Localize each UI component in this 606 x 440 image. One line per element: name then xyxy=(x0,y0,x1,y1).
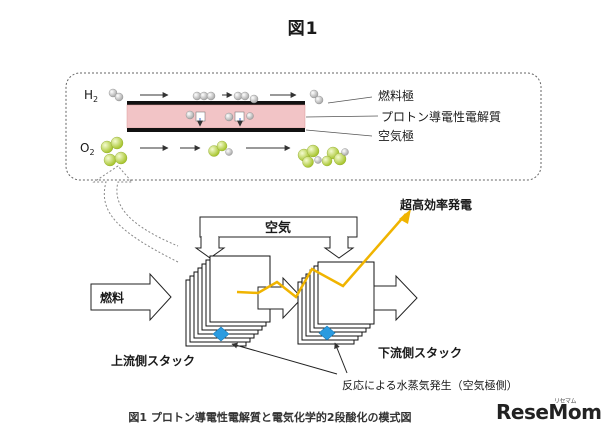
air-electrode-line xyxy=(127,128,305,132)
water-molecules xyxy=(225,148,349,164)
oxygen-molecules xyxy=(100,136,347,168)
electrolyte-layer xyxy=(126,101,306,132)
upstream-steam-marker xyxy=(212,326,230,342)
downstream-stack xyxy=(297,261,375,345)
logo-sub: リセマム xyxy=(554,398,577,405)
flow-arrows xyxy=(140,92,297,151)
resemom-logo: ReseMom リセマム xyxy=(496,398,602,424)
protons xyxy=(185,110,254,127)
reaction-note: 反応による水蒸気発生（空気極側） xyxy=(342,378,518,392)
high-efficiency-label: 超高効率発電 xyxy=(399,197,472,212)
upstream-stack xyxy=(185,255,271,347)
efficiency-line xyxy=(236,213,407,299)
h2-label: H2 xyxy=(84,88,98,104)
air-label: 空気 xyxy=(265,220,291,236)
fuel-inlet-arrow xyxy=(90,272,172,322)
fuel-electrode-label: 燃料極 xyxy=(378,88,414,103)
leader-lines xyxy=(305,96,379,137)
callout-arrow xyxy=(92,165,179,263)
figure-caption: 図1 プロトン導電性電解質と電気化学的2段酸化の模式図 xyxy=(128,411,412,424)
fuel-electrode-line xyxy=(127,101,305,105)
hydrogen-molecules xyxy=(108,88,324,105)
o2-label: O2 xyxy=(80,141,95,157)
air-manifold xyxy=(194,216,358,259)
cell-detail-panel xyxy=(65,72,542,181)
figure-title: 図1 xyxy=(287,19,319,39)
fuel-cell-diagram: H2 O2 燃料極 プロトン導電性電解質 空気極 空気 燃料 xyxy=(65,72,542,392)
fuel-label: 燃料 xyxy=(100,290,124,305)
downstream-label: 下流側スタック xyxy=(378,345,462,360)
outlet-arrow xyxy=(373,274,418,322)
electrolyte-band xyxy=(126,104,306,129)
air-electrode-label: 空気極 xyxy=(378,128,414,143)
downstream-steam-marker xyxy=(318,325,336,341)
reaction-arrows xyxy=(231,342,348,375)
upstream-label: 上流側スタック xyxy=(111,353,195,368)
electrolyte-label: プロトン導電性電解質 xyxy=(381,109,501,124)
logo-text: ReseMom xyxy=(496,400,602,424)
efficiency-arrowhead xyxy=(399,209,411,224)
